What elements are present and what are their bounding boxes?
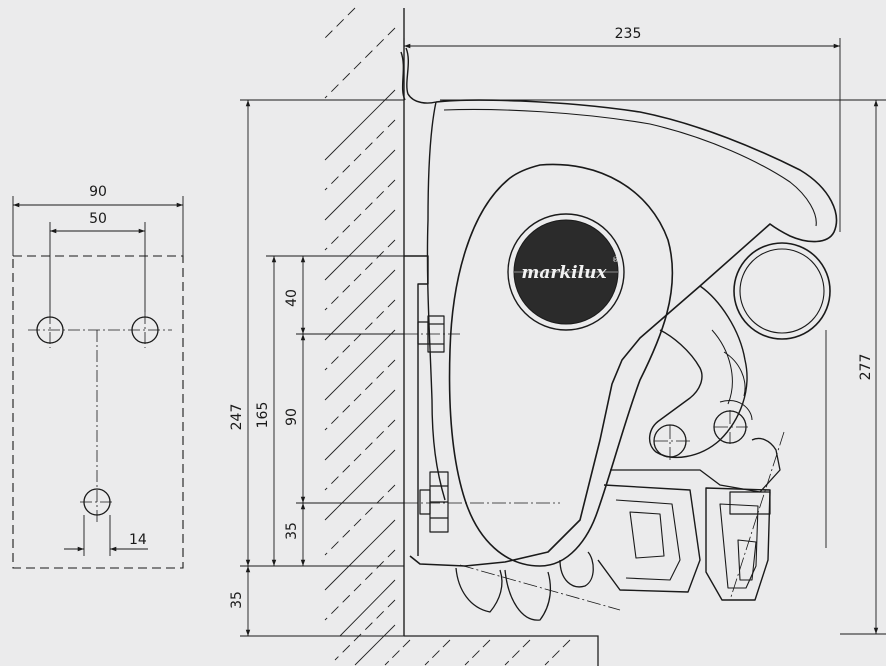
housing-outer [409,99,838,567]
markilux-logo: markilux ® [507,213,625,331]
housing-inner-top [443,108,817,227]
dim-label-50: 50 [89,211,107,227]
logo-registered-mark: ® [612,256,619,264]
assembly-dimensions [240,38,886,637]
wall-cover-profile [405,47,437,104]
lower-lip-left [455,567,503,613]
dim-label-90-vertical: 90 [284,408,300,426]
awning-cassette [400,47,838,621]
dim-label-277: 277 [858,354,874,381]
bolt-lower [419,471,449,533]
adjust-block [597,484,701,593]
base-hatch [384,639,571,666]
base-plate [404,635,599,666]
wall-bracket-plate [404,255,429,556]
dim-label-247: 247 [229,404,245,431]
bracket-outline [12,255,184,569]
roller-tube-inner [739,248,825,334]
logo-wordmark: markilux [521,263,607,283]
lower-lip-right [504,569,552,621]
tension-nut [729,491,771,515]
wall-hatch-dashed [324,7,396,661]
roller-tube-outer [733,242,831,340]
arm-holder [649,285,748,459]
dim-14-lines [64,515,148,556]
wall-hatch-solid [324,89,396,666]
dim-label-90: 90 [89,184,107,200]
dim-50-lines [49,222,146,312]
dim-label-35-upper: 35 [284,522,300,540]
dim-90-lines [12,196,184,256]
wall-section [324,7,599,666]
spring-housing [705,487,771,601]
dim-label-235: 235 [615,26,642,42]
assembly-centerlines [404,333,785,611]
dim-label-165: 165 [255,402,271,429]
housing-left-edge [426,101,446,501]
logo-outer-ring [507,213,625,331]
bracket-front-view [12,196,184,569]
folding-arm-body [448,163,674,567]
adjust-block-top [610,437,781,493]
dim-label-40: 40 [284,289,300,307]
dim-label-14: 14 [129,532,147,548]
dim-label-35-lower: 35 [229,591,245,609]
bracket-centerlines [28,312,172,522]
